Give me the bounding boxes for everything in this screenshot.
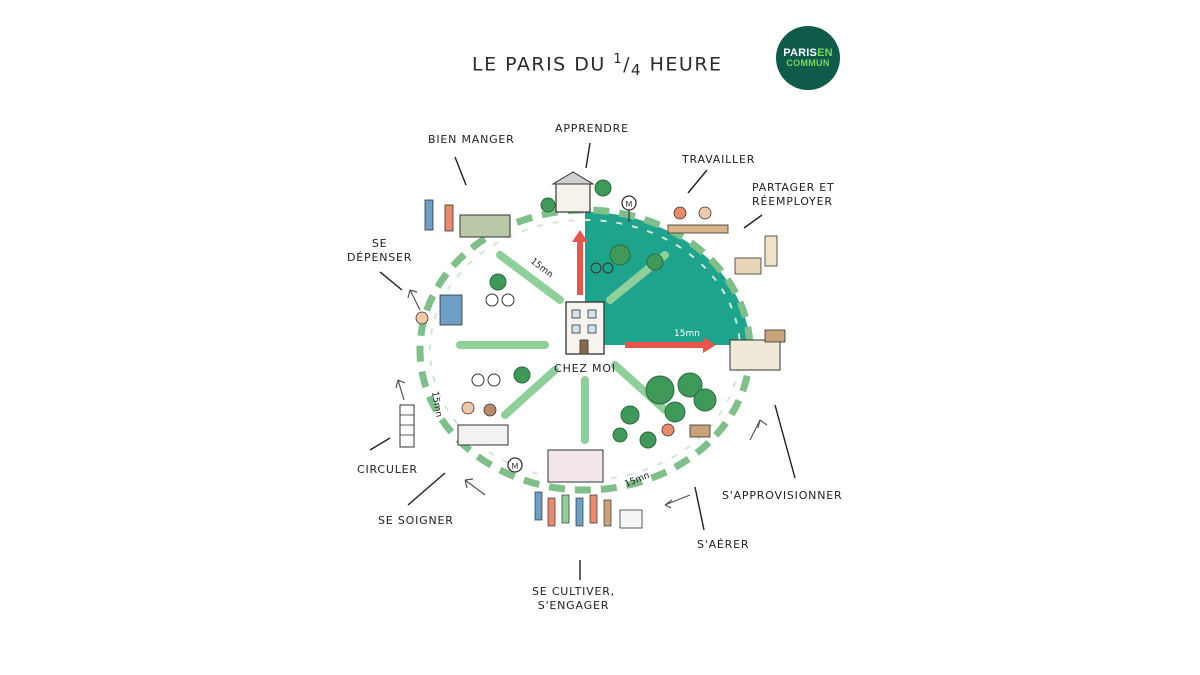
red-distance-arrows [572, 230, 716, 353]
scene-cyclists [471, 262, 614, 387]
logo-commun: COMMUN [786, 58, 830, 68]
label-partager-line-2: RÉEMPLOYER [752, 195, 833, 208]
label-partager-line-1: PARTAGER ET [752, 181, 835, 194]
label-circuler: CIRCULER [357, 463, 418, 476]
title-fraction-denominator: 4 [631, 61, 643, 80]
teal-quarter-sector [585, 211, 750, 345]
home-building-icon [565, 301, 605, 355]
logo-en: EN [817, 47, 833, 59]
logo-line-1: PARISEN [783, 47, 833, 59]
label-s-aerer: S'AÉRER [697, 538, 750, 551]
label-se-cultiver-line-2: S'ENGAGER [537, 599, 610, 612]
scene-apprendre-school [551, 171, 595, 213]
scene-se-soigner [457, 401, 509, 446]
scene-partager [734, 235, 778, 275]
metro-sign-top: M [621, 195, 637, 222]
label-travailler: TRAVAILLER [682, 153, 756, 166]
label-se-cultiver-line-1: SE CULTIVER, [532, 585, 615, 598]
logo-paris: PARIS [783, 47, 818, 59]
scene-bien-manger [424, 199, 511, 238]
label-se-depenser-line-2: DÉPENSER [347, 251, 413, 264]
scene-s-approvisionner-market [729, 329, 786, 371]
scene-se-cultiver [534, 449, 643, 529]
label-se-soigner: SE SOIGNER [378, 514, 454, 527]
svg-text:M: M [626, 200, 633, 209]
scene-circuler-ladder [399, 404, 415, 448]
metro-sign-bottom: M [507, 457, 523, 473]
scene-s-aerer [661, 423, 711, 438]
label-se-depenser: SE DÉPENSER [347, 237, 412, 265]
distance-label-left: 15mn [429, 391, 443, 418]
center-label-chez-moi: CHEZ MOI [554, 362, 616, 375]
label-se-depenser-line-1: SE [371, 237, 388, 250]
scene-se-depenser [415, 294, 463, 326]
scene-travailler [667, 206, 729, 234]
label-s-approvisionner: S'APPROVISIONNER [722, 489, 843, 502]
title-fraction-numerator: 1 [613, 52, 624, 67]
paris-en-commun-logo: PARISEN COMMUN [776, 26, 840, 90]
label-se-cultiver-s-engager: SE CULTIVER, S'ENGAGER [532, 585, 615, 613]
label-apprendre: APPRENDRE [555, 122, 629, 135]
label-leader-lines [369, 142, 796, 580]
svg-text:M: M [512, 462, 519, 471]
label-partager-reemployer: PARTAGER ET RÉEMPLOYER [752, 181, 835, 209]
label-bien-manger: BIEN MANGER [428, 133, 515, 146]
distance-label-bottom: 15mn [623, 471, 651, 490]
distance-label-right: 15mn [674, 329, 700, 339]
page-title: LE PARIS DU 1/4 HEURE [472, 52, 723, 80]
circulation-arrows [395, 289, 768, 509]
title-prefix: LE PARIS DU [472, 53, 606, 76]
title-suffix: HEURE [649, 53, 723, 76]
